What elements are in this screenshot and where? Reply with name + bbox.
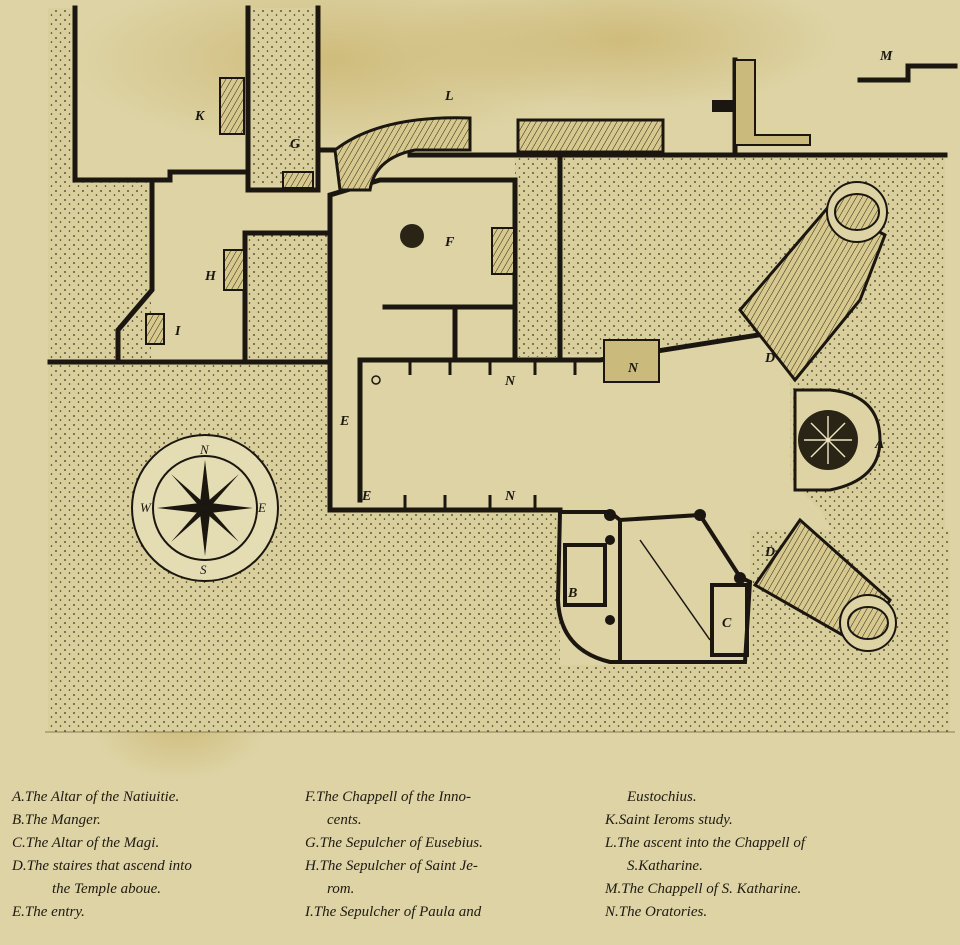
label-n-oratory: N [627, 361, 639, 376]
label-i: I [174, 324, 181, 339]
tomb-k [219, 77, 245, 135]
label-e-lower: E [361, 489, 371, 504]
ground-h [248, 233, 330, 363]
legend-entry: C.The Altar of the Magi. [12, 835, 160, 851]
label-d-lower: D [764, 545, 775, 560]
ground-g [248, 8, 318, 185]
label-h: H [204, 269, 217, 284]
legend-entry: cents. [327, 812, 362, 828]
pillars [604, 509, 746, 625]
legend-entry: F.The Chappell of the Inno- [305, 789, 471, 805]
compass-s: S [200, 562, 207, 577]
legend-column-3: Eustochius. K.Saint Ieroms study. L.The … [605, 786, 805, 924]
label-c: C [722, 616, 732, 631]
ground-se [560, 665, 950, 732]
oratory-n [603, 339, 660, 383]
chapel-m [712, 59, 811, 146]
legend-entry: N.The Oratories. [605, 904, 708, 920]
legend-entry: M.The Chappell of S. Katharine. [605, 881, 802, 897]
legend-entry: K.Saint Ieroms study. [605, 812, 733, 828]
label-k: K [194, 109, 206, 124]
legend-entry: I.The Sepulcher of Paula and [305, 904, 482, 920]
label-e-upper: E [339, 414, 349, 429]
floor-plan: N E S W A B C D D E E F G H I K L M N N … [45, 0, 958, 780]
compass-n: N [199, 442, 210, 457]
compass-rose: N E S W [131, 434, 279, 582]
legend-column-1: A.The Altar of the Natiuitie. B.The Mang… [12, 786, 192, 924]
label-m: M [879, 49, 893, 64]
label-l: L [444, 89, 454, 104]
compass-e: E [257, 500, 266, 515]
altar-nativity [793, 388, 882, 492]
stairs-upper [738, 181, 888, 383]
ground-s [330, 510, 560, 732]
corridor-ticks [403, 362, 577, 508]
manger-grotto [555, 510, 753, 664]
label-b: B [567, 586, 577, 601]
legend-entry: H.The Sepulcher of Saint Je- [305, 858, 478, 874]
legend-entry: B.The Manger. [12, 812, 101, 828]
ground-f-east [515, 157, 560, 357]
label-f: F [444, 235, 455, 250]
font-f [400, 224, 424, 248]
legend-entry: D.The staires that ascend into [12, 858, 192, 874]
tomb-i [145, 313, 165, 345]
legend-entry: G.The Sepulcher of Eusebius. [305, 835, 483, 851]
tomb-h [223, 249, 245, 291]
label-a: A [874, 437, 884, 452]
ground-west-strip [48, 8, 75, 363]
legend-entry: the Temple aboue. [52, 881, 162, 897]
legend: A.The Altar of the Natiuitie. B.The Mang… [0, 780, 960, 945]
staircase-l [333, 116, 665, 192]
ground-west [75, 180, 151, 363]
legend-entry: S.Katharine. [627, 858, 703, 874]
label-n-upper: N [504, 374, 516, 389]
legend-entry: A.The Altar of the Natiuitie. [12, 789, 180, 805]
stain [400, 0, 840, 110]
legend-column-2: F.The Chappell of the Inno- cents. G.The… [305, 786, 483, 924]
label-g: G [290, 137, 300, 152]
label-n-lower: N [504, 489, 516, 504]
label-d-upper: D [764, 351, 775, 366]
tomb-g [282, 171, 314, 189]
stairs-lower [752, 517, 897, 652]
legend-entry: E.The entry. [12, 904, 85, 920]
legend-entry: L.The ascent into the Chappell of [605, 835, 805, 851]
entry-mark [371, 375, 381, 385]
legend-entry: rom. [327, 881, 355, 897]
walls [47, 5, 958, 513]
compass-w: W [140, 500, 152, 515]
altar-f [491, 227, 515, 275]
legend-entry: Eustochius. [627, 789, 697, 805]
